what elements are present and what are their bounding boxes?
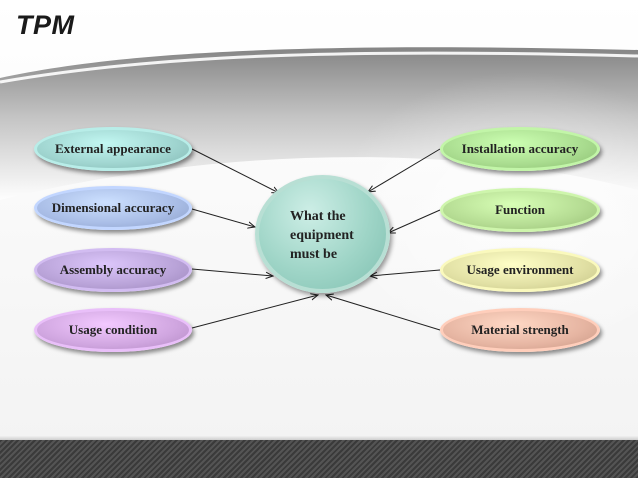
footer-highlight bbox=[0, 436, 638, 442]
center-node bbox=[255, 175, 390, 293]
left-connector-arrow-3 bbox=[191, 268, 273, 276]
right-node-1: Installation accuracy bbox=[440, 127, 600, 171]
right-node-label: Usage environment bbox=[466, 262, 574, 277]
right-node-label: Function bbox=[495, 202, 545, 217]
left-node-label: Assembly accuracy bbox=[59, 262, 167, 277]
right-node-label: Installation accuracy bbox=[461, 141, 579, 156]
left-node-label: External appearance bbox=[55, 141, 171, 156]
left-node-1: External appearance bbox=[34, 127, 192, 171]
right-node-2: Function bbox=[440, 188, 600, 232]
left-node-label: Usage condition bbox=[68, 322, 158, 337]
footer-bar bbox=[0, 440, 638, 478]
right-connector-arrow-3 bbox=[370, 269, 441, 276]
right-node-label: Material strength bbox=[471, 322, 569, 337]
right-node-4: Material strength bbox=[440, 308, 600, 352]
left-node-4: Usage condition bbox=[34, 308, 192, 352]
right-connector-arrow-4 bbox=[326, 295, 441, 331]
center-node-label: What the equipment must be bbox=[290, 209, 354, 262]
left-node-2: Dimensional accuracy bbox=[34, 186, 192, 230]
left-connector-arrow-4 bbox=[191, 295, 318, 329]
right-node-3: Usage environment bbox=[440, 248, 600, 292]
right-connector-arrow-2 bbox=[388, 209, 441, 233]
left-node-label: Dimensional accuracy bbox=[51, 200, 175, 215]
left-connector-arrow-2 bbox=[191, 208, 255, 227]
right-connector-arrow-1 bbox=[368, 148, 441, 192]
left-node-3: Assembly accuracy bbox=[34, 248, 192, 292]
slide-title: TPM bbox=[16, 10, 75, 40]
left-connector-arrow-1 bbox=[191, 148, 279, 193]
